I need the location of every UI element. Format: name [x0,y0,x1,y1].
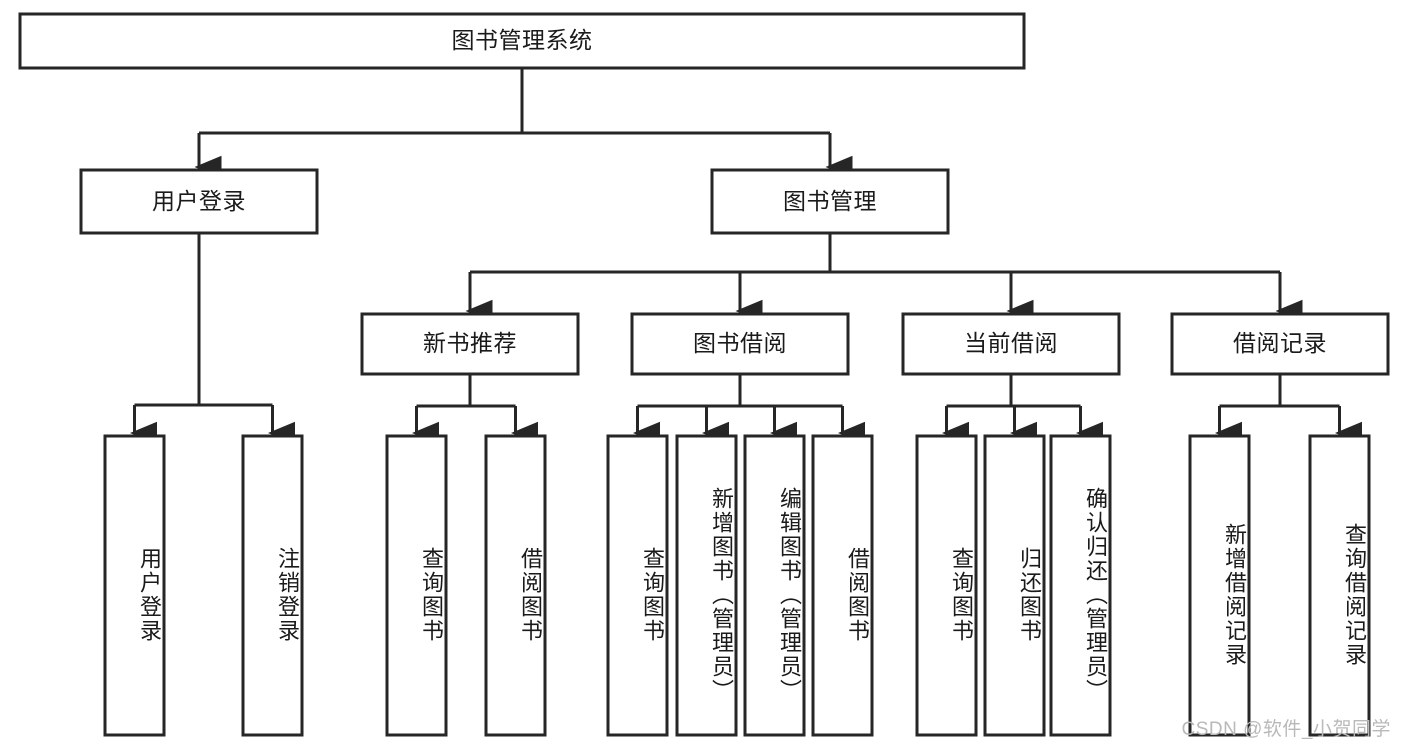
node-leaf-6-编辑图书管理员[interactable] [743,434,806,737]
node-l2-图书管理[interactable] [710,168,950,235]
connector-layer [130,68,1362,445]
node-leaf-5-新增图书管理员[interactable] [675,434,738,737]
node-leaf-1-注销登录[interactable] [241,434,304,737]
box-layer [18,12,1390,737]
watermark-text: CSDN @软件_小贺同学 [1181,719,1391,740]
node-leaf-0-用户登录[interactable] [103,434,166,737]
node-l3-图书借阅[interactable] [630,312,850,376]
node-l3-借阅记录[interactable] [1170,312,1390,376]
node-leaf-9-归还图书[interactable] [983,434,1046,737]
node-root-图书管理系统[interactable] [18,12,1026,70]
node-l3-新书推荐[interactable] [360,312,580,376]
node-l2-用户登录[interactable] [79,168,319,235]
node-leaf-8-查询图书[interactable] [915,434,978,737]
node-l3-当前借阅[interactable] [901,312,1121,376]
node-leaf-11-新增借阅记录[interactable] [1188,434,1251,737]
node-leaf-3-借阅图书[interactable] [484,434,547,737]
node-leaf-12-查询借阅记录[interactable] [1308,434,1371,737]
node-leaf-10-确认归还管理员[interactable] [1049,434,1112,737]
node-leaf-4-查询图书[interactable] [606,434,669,737]
node-leaf-7-借阅图书[interactable] [811,434,874,737]
node-leaf-2-查询图书[interactable] [385,434,448,737]
